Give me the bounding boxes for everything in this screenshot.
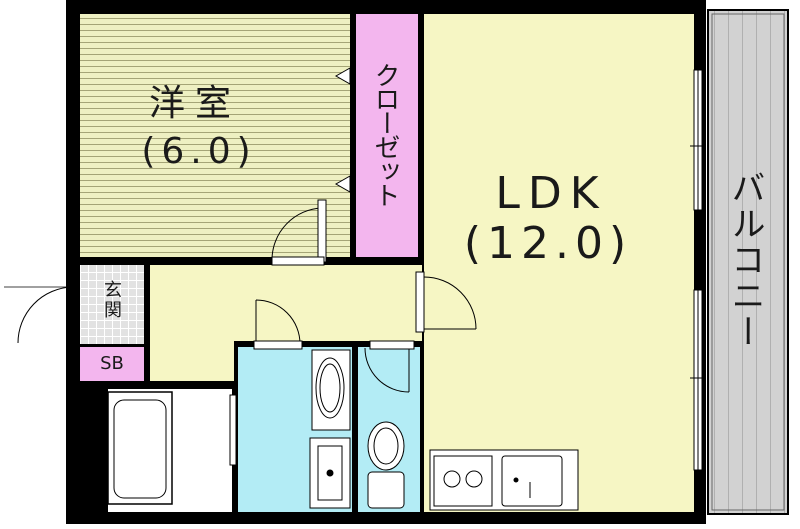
entrance-label: 玄関 xyxy=(101,280,122,320)
hallway-floor xyxy=(150,265,422,341)
shoe-box-label: SB xyxy=(100,353,124,374)
hallway-lower xyxy=(150,341,234,381)
balcony-area xyxy=(708,10,788,514)
western-room-floor xyxy=(80,14,350,257)
washing-machine xyxy=(309,437,351,509)
entrance-door xyxy=(4,286,73,345)
ldk-label: LDK xyxy=(495,168,607,219)
kitchen-counter xyxy=(429,449,579,511)
wash-basin xyxy=(311,349,351,431)
closet-floor xyxy=(356,14,418,257)
toilet-door xyxy=(364,346,410,393)
western-room-size: (6.0) xyxy=(141,131,257,172)
ldk-floor xyxy=(424,14,694,512)
bathtub xyxy=(107,391,173,505)
balcony-label: バルコニー xyxy=(725,170,765,350)
shoe-box xyxy=(80,347,144,381)
western-room-label: 洋室 xyxy=(148,83,241,124)
ldk-door xyxy=(423,276,477,330)
closet-label: クローゼット xyxy=(370,62,400,206)
toilet xyxy=(367,421,405,509)
washroom-door xyxy=(255,299,301,346)
entrance-floor xyxy=(80,265,144,345)
closet-doors xyxy=(334,67,351,193)
ldk-size: (12.0) xyxy=(463,218,633,269)
